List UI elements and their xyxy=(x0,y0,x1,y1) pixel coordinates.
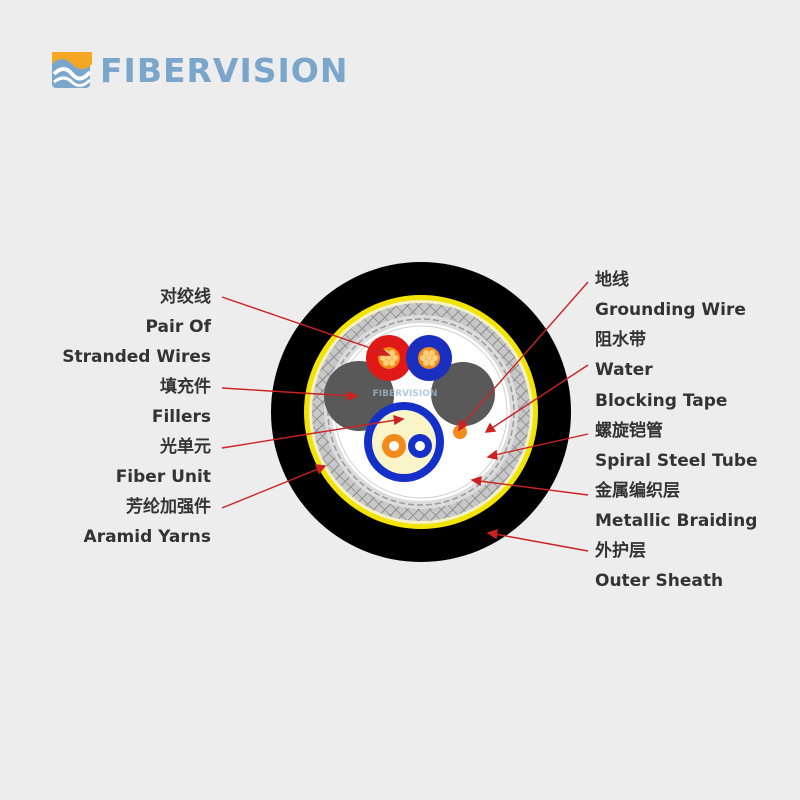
leader-line-steel-tube xyxy=(494,433,589,456)
label-en-water-blocking-tape-line2: Blocking Tape xyxy=(595,391,728,411)
label-en-fillers: Fillers xyxy=(151,407,211,427)
label-zh-metallic-braiding: 金属编织层 xyxy=(595,481,680,501)
label-en-aramid-yarns: Aramid Yarns xyxy=(83,527,211,547)
leader-lines xyxy=(221,281,589,552)
label-zh-fiber-unit: 光单元 xyxy=(160,437,211,457)
leader-line-stranded-wires xyxy=(221,296,383,353)
leader-line-aramid-yarns xyxy=(221,468,319,509)
label-zh-pair-of-stranded-wires: 对绞线 xyxy=(160,287,211,307)
label-zh-grounding-wire: 地线 xyxy=(595,270,629,290)
leader-line-fiber-unit xyxy=(221,419,397,449)
label-en-grounding-wire: Grounding Wire xyxy=(595,300,746,320)
leader-line-outer-sheath xyxy=(494,533,589,552)
label-en-spiral-steel-tube: Spiral Steel Tube xyxy=(595,451,758,471)
fiber-unit xyxy=(364,402,444,482)
label-en-water-blocking-tape-line1: Water xyxy=(595,360,653,380)
brand-logo: FIBERVISION xyxy=(50,50,348,90)
grounding-wire xyxy=(453,425,467,439)
label-zh-aramid-yarns: 芳纶加强件 xyxy=(126,497,211,517)
label-en-outer-sheath: Outer Sheath xyxy=(595,571,724,591)
leader-line-fillers xyxy=(221,387,351,397)
leader-line-braiding xyxy=(478,480,589,496)
label-zh-water-blocking-tape: 阻水带 xyxy=(595,330,646,350)
leader-line-grounding-wire xyxy=(462,281,589,425)
watermark-text: FIBERVISION xyxy=(373,389,438,399)
stranded-wire-blue xyxy=(406,335,452,381)
label-en-metallic-braiding: Metallic Braiding xyxy=(595,511,758,531)
label-zh-outer-sheath: 外护层 xyxy=(595,541,646,561)
fibervision-logo-icon xyxy=(52,52,92,88)
logo-text: FIBERVISION xyxy=(100,50,349,90)
label-zh-spiral-steel-tube: 螺旋铠管 xyxy=(595,421,663,441)
filler-right xyxy=(431,362,495,426)
stranded-wire-red xyxy=(366,335,412,381)
label-en-pair-of-stranded-wires-line1: Pair Of xyxy=(145,317,211,337)
label-en-pair-of-stranded-wires-line2: Stranded Wires xyxy=(62,347,211,367)
label-en-fiber-unit: Fiber Unit xyxy=(115,467,211,487)
label-zh-fillers: 填充件 xyxy=(160,377,211,397)
leader-line-water-tape xyxy=(491,364,589,429)
